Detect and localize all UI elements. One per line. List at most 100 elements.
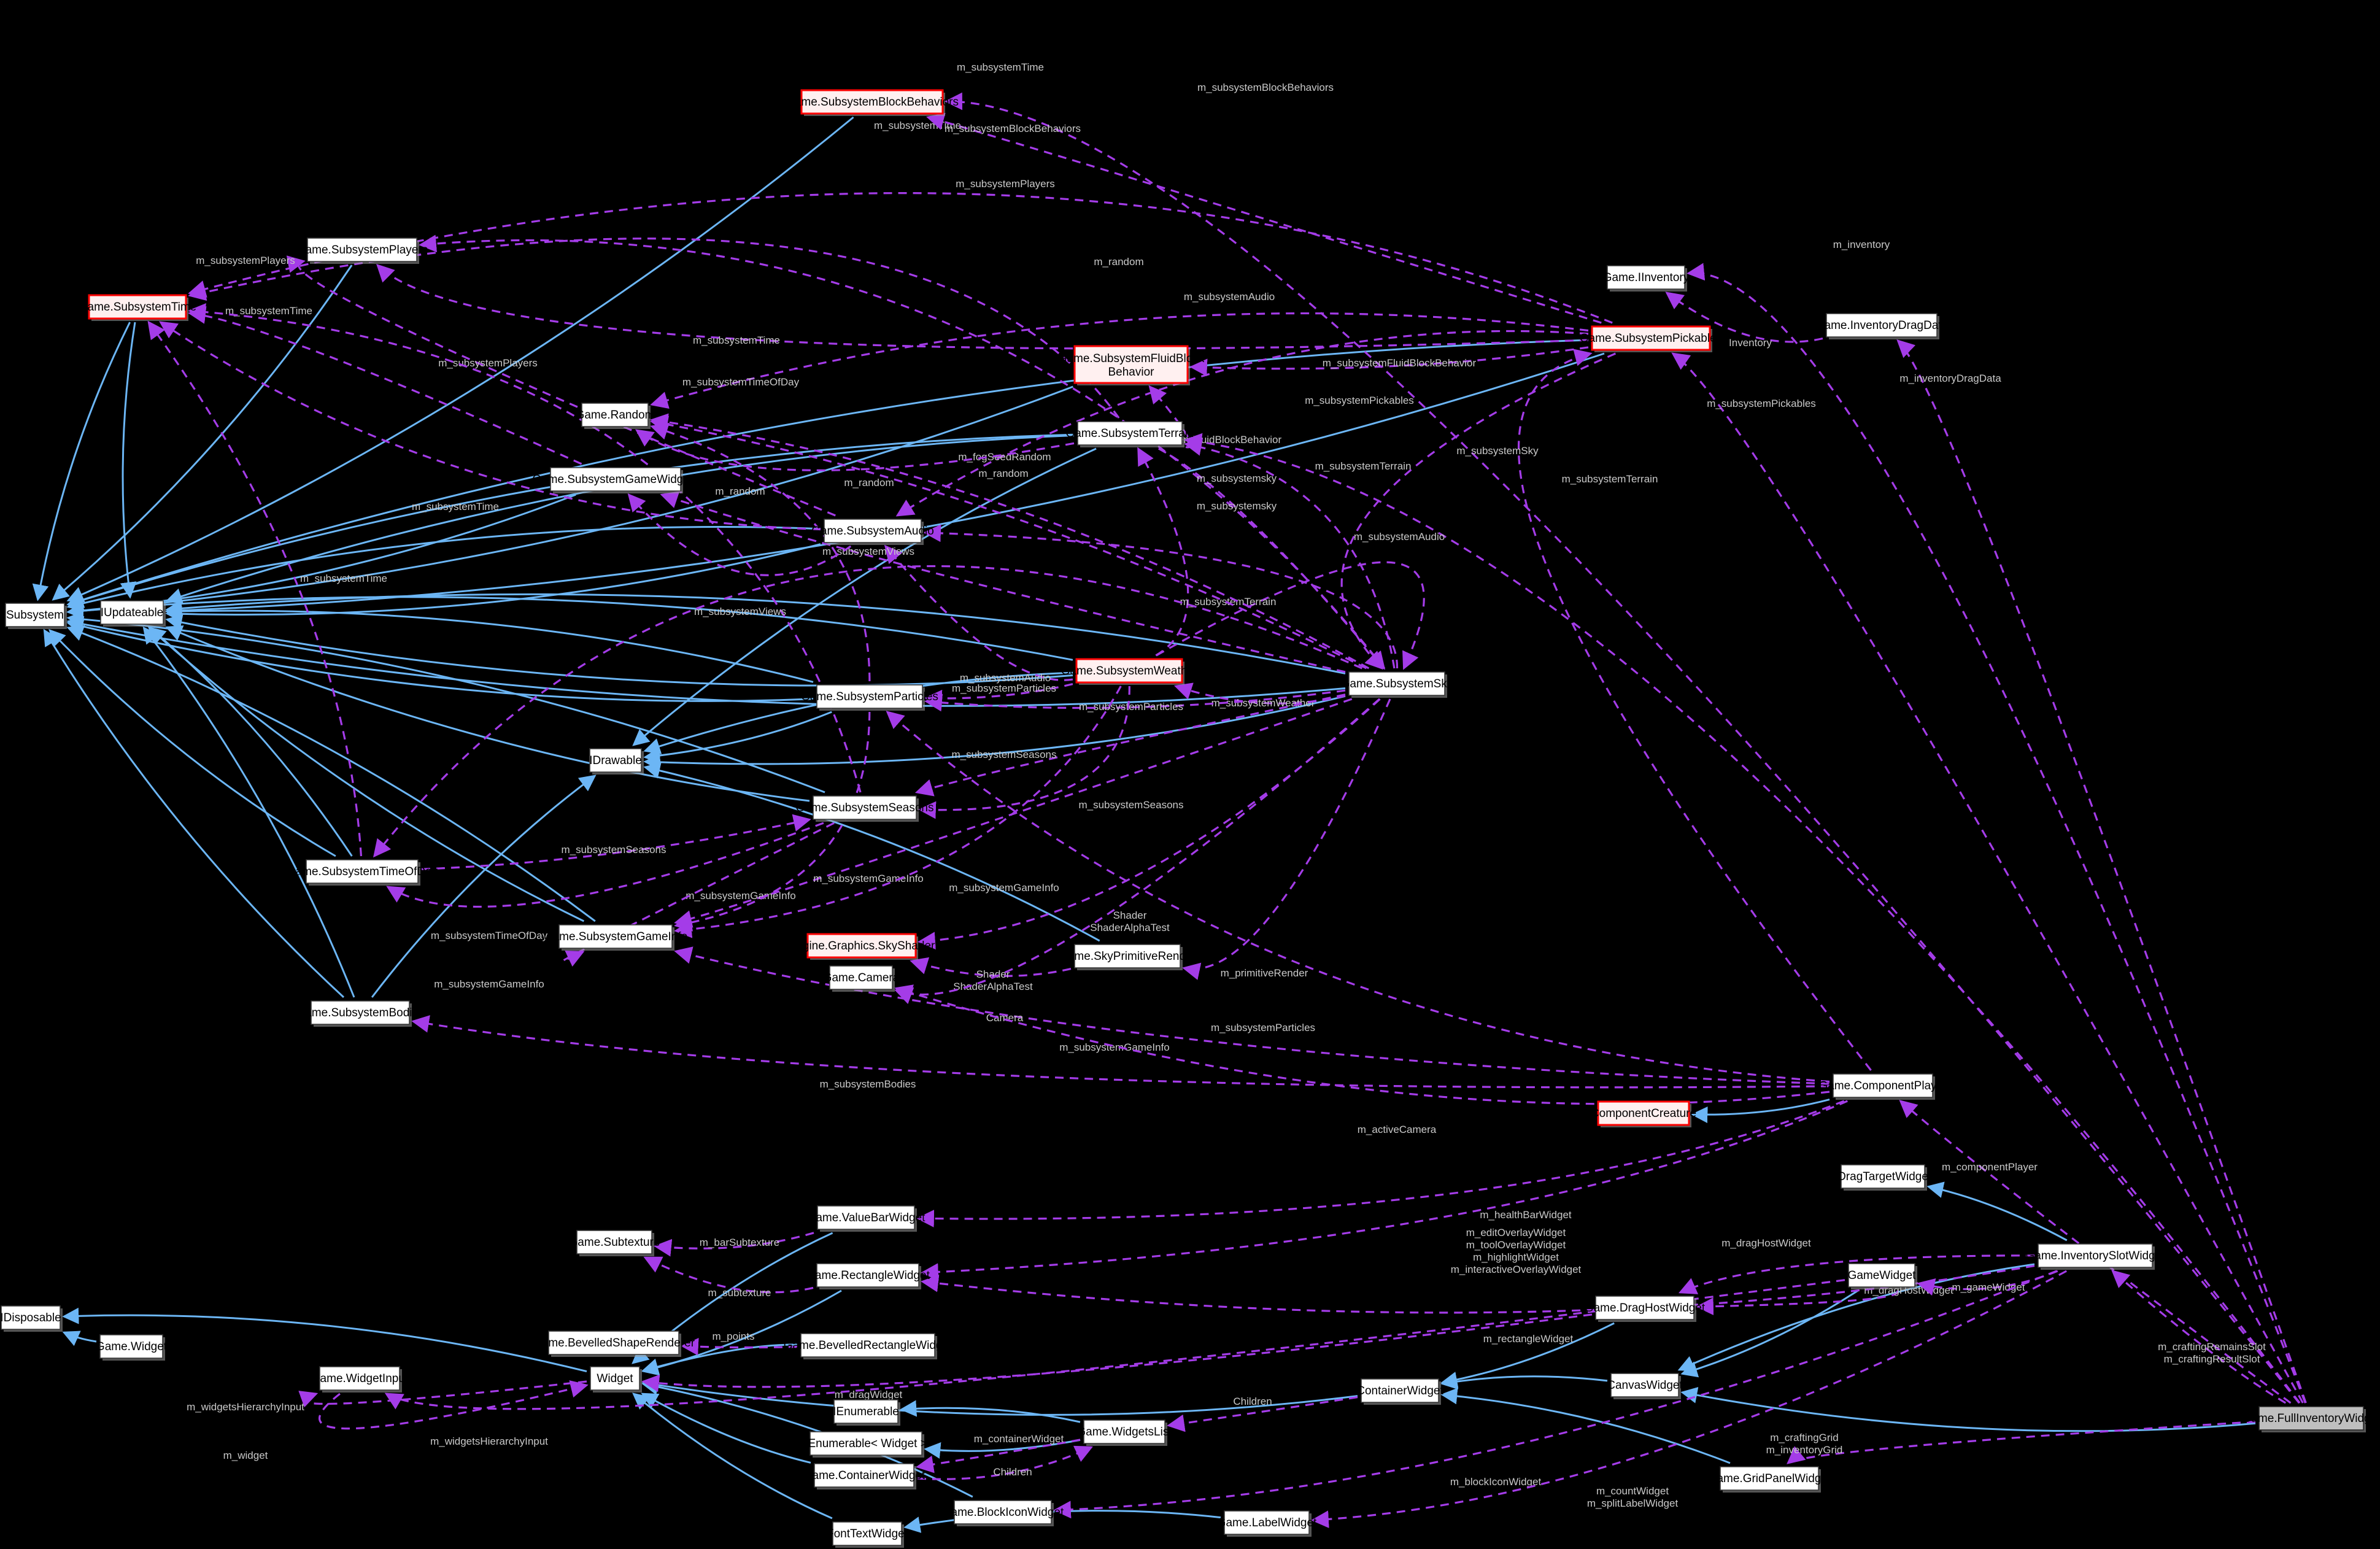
node-blockicon[interactable]: Game.BlockIconWidget — [942, 1500, 1064, 1526]
node-time[interactable]: Game.SubsystemTime — [79, 294, 197, 321]
node-box — [1224, 1510, 1310, 1535]
node-skyprimitive[interactable]: Game.SkyPrimitiveRender — [1059, 944, 1197, 970]
node-audio[interactable]: Game.SubsystemAudio — [811, 519, 934, 545]
edge-label-winput-widget: m_widget — [223, 1450, 268, 1461]
node-bodies[interactable]: Game.SubsystemBodies — [296, 1000, 425, 1027]
node-box — [1595, 1296, 1694, 1320]
node-bevshape[interactable]: Game.BevelledShapeRenderer — [533, 1331, 695, 1357]
node-draghost[interactable]: Game.DragHostWidget — [1585, 1296, 1706, 1322]
inheritance-edge-bodies-iupdateable — [142, 626, 355, 998]
node-camera[interactable]: Game.Camera — [823, 965, 900, 992]
node-fonttext[interactable]: FontTextWidget — [827, 1521, 908, 1548]
inheritance-edge-particles-iupdateable — [165, 603, 814, 683]
edge-label-seasons-time: m_subsystemTime — [693, 334, 780, 346]
edge-label-componentplayer-particles: m_subsystemParticles — [1211, 1022, 1315, 1033]
node-box — [576, 1230, 652, 1254]
member-edge-fullinv-dragdata — [1896, 339, 2307, 1404]
node-componentplayer[interactable]: Game.ComponentPlayer — [1818, 1073, 1947, 1100]
node-slotwidget[interactable]: Game.InventorySlotWidget — [2025, 1243, 2165, 1270]
node-skyshader[interactable]: Engine.Graphics.SkyShader — [789, 933, 935, 960]
node-gcontainer[interactable]: Game.ContainerWidget — [803, 1463, 925, 1489]
edge-label-sky-weather: m_subsystemWeather — [1211, 697, 1315, 709]
member-edge-terrain-sky — [1158, 447, 1386, 670]
node-ienum[interactable]: IEnumerable — [833, 1399, 900, 1426]
node-idragtarget[interactable]: IDragTargetWidget — [1834, 1164, 1932, 1191]
edge-label-gcontainer-wlist: Children — [993, 1466, 1032, 1478]
member-edge-sky-players — [419, 234, 1386, 670]
node-terrain[interactable]: Game.SubsystemTerrain — [1065, 421, 1194, 447]
node-gameinfo[interactable]: Game.SubsystemGameInfo — [544, 924, 687, 951]
node-gwidget[interactable]: Game.Widget — [96, 1334, 168, 1361]
node-gamewidget[interactable]: GameWidget — [1848, 1263, 1917, 1289]
node-sky[interactable]: Game.SubsystemSky — [1341, 671, 1453, 698]
edge-label-fullinv-blockbehaviors: m_subsystemBlockBehaviors — [1197, 82, 1334, 93]
node-box — [1361, 1378, 1439, 1403]
node-wlist[interactable]: Game.WidgetsList — [1076, 1420, 1172, 1446]
member-edge-sky-terrain — [1184, 438, 1396, 669]
node-canvas[interactable]: CanvasWidget — [1607, 1373, 1683, 1399]
node-idrawable[interactable]: IDrawable — [589, 748, 644, 774]
node-label: GameWidget — [1848, 1269, 1917, 1282]
node-label: Game.SubsystemPlayers — [296, 244, 428, 257]
node-label: Game.ValueBarWidget — [807, 1211, 926, 1224]
edge-label-terrain-sky: m_subsystemsky — [1197, 473, 1277, 484]
node-valuebar[interactable]: Game.ValueBarWidget — [807, 1205, 926, 1232]
node-label: Engine.Graphics.SkyShader — [789, 940, 935, 952]
node-subsystem[interactable]: Subsystem — [5, 603, 67, 629]
node-iinventory[interactable]: Game.IInventory — [1603, 265, 1690, 292]
node-box — [99, 1334, 163, 1359]
inheritance-edge-time-subsystem — [32, 322, 131, 601]
node-fullinv[interactable]: Game.FullInventoryWidget — [2243, 1406, 2380, 1432]
node-box — [813, 795, 917, 820]
member-edge-audio-time — [159, 321, 821, 531]
member-edge-weather-sky — [1156, 561, 1425, 670]
edge-label-pickables-time: m_subsystemTime — [957, 61, 1044, 73]
node-gamewidgets[interactable]: Game.SubsystemGameWidgets — [532, 467, 699, 493]
node-particles[interactable]: Game.SubsystemParticles — [801, 684, 938, 711]
edge-label-container-wlist: Children — [1233, 1396, 1272, 1407]
node-players[interactable]: Game.SubsystemPlayers — [296, 238, 428, 264]
inheritance-edge-widget-idisposable — [62, 1307, 587, 1373]
inheritance-edge-bevrect-widget — [641, 1343, 798, 1375]
node-widget[interactable]: Widget — [590, 1366, 642, 1393]
node-subtexture[interactable]: Game.Subtexture — [569, 1230, 660, 1256]
node-box — [829, 965, 893, 990]
node-bevrect[interactable]: Game.BevelledRectangleWidget — [784, 1333, 952, 1359]
node-blockbehaviors[interactable]: Game.SubsystemBlockBehaviors — [786, 89, 959, 116]
member-edge-sky-camera — [894, 698, 1380, 1005]
node-rectangle[interactable]: Game.RectangleWidget — [806, 1263, 930, 1289]
node-idisposable[interactable]: IDisposable — [0, 1305, 63, 1332]
node-box — [816, 1263, 919, 1288]
node-label: Game.Random — [576, 409, 655, 422]
node-pickables[interactable]: Game.SubsystemPickables — [1580, 325, 1722, 352]
edge-label-sky-gamewidgets: m_subsystemViews — [822, 546, 914, 557]
inheritance-edge-players-subsystem — [52, 265, 353, 601]
inheritance-edge-bodies-subsystem — [43, 628, 345, 999]
node-dragdata[interactable]: Game.InventoryDragData — [1815, 313, 1949, 339]
node-weather[interactable]: Game.SubsystemWeather — [1061, 658, 1198, 685]
node-box — [590, 1366, 640, 1391]
node-ienumw[interactable]: IEnumerable< Widget > — [805, 1431, 927, 1458]
inheritance-edge-audio-iupdateable — [165, 543, 821, 622]
node-label: Game.BlockIconWidget — [942, 1506, 1064, 1519]
edge-label-fullinv-terrain: m_subsystemTerrain — [1562, 473, 1658, 485]
node-timeofday[interactable]: Game.SubsystemTimeOfDay — [287, 859, 438, 886]
edge-label-slotwidget-draghost: m_dragHostWidget — [1721, 1237, 1811, 1249]
node-winput[interactable]: Game.WidgetInput — [311, 1366, 409, 1393]
node-random[interactable]: Game.Random — [576, 403, 655, 429]
node-creature[interactable]: ComponentCreature — [1591, 1100, 1696, 1127]
member-edge-fullinv-gridpanel — [1787, 1421, 2256, 1464]
node-iupdateable[interactable]: IUpdateable — [100, 600, 166, 627]
member-edge-timeofday-seasons — [421, 814, 811, 870]
inheritance-edge-blockbehaviors-subsystem — [66, 116, 854, 603]
node-container[interactable]: ContainerWidget — [1356, 1378, 1443, 1405]
node-gridpanel[interactable]: Game.GridPanelWidget — [1708, 1466, 1831, 1493]
node-box — [1848, 1263, 1915, 1288]
node-label: Game.RectangleWidget — [806, 1269, 930, 1282]
node-seasons[interactable]: Game.SubsystemSeasons — [796, 795, 934, 822]
inheritance-edge-fluidblock-subsystem — [66, 385, 1073, 619]
member-edge-gcontainer-wlist — [917, 1445, 1094, 1480]
node-label[interactable]: Game.LabelWidget — [1217, 1510, 1317, 1537]
